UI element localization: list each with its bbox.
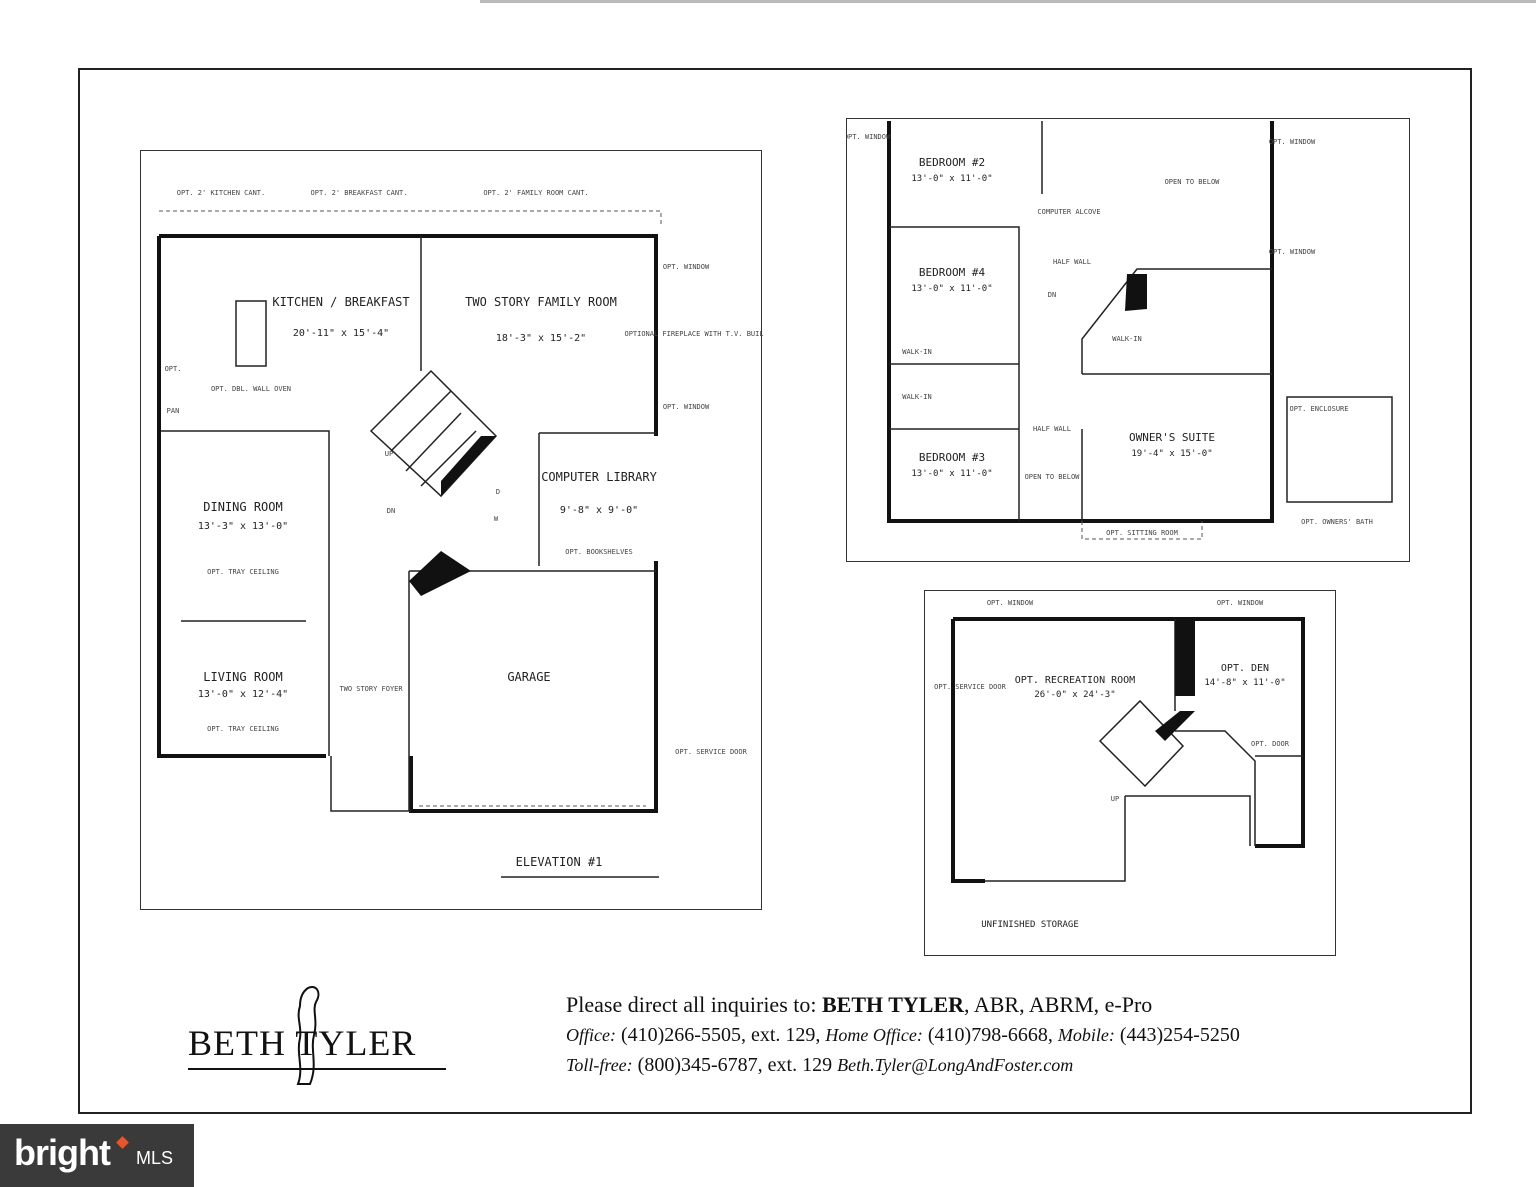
den-name: OPT. DEN (1221, 663, 1269, 674)
top-edge-rule (480, 0, 1536, 3)
opt-window-right-1: OPT. WINDOW (1269, 138, 1316, 146)
kitchen-name: KITCHEN / BREAKFAST (272, 295, 409, 309)
owner-dims: 19'-4" x 15'-0" (1131, 449, 1212, 459)
opt-enclosure-label: OPT. ENCLOSURE (1289, 405, 1348, 413)
bed3-name: BEDROOM #3 (919, 451, 985, 464)
main-floor-plan: OPT. 2' KITCHEN CANT. OPT. 2' BREAKFAST … (140, 150, 763, 910)
living-name: LIVING ROOM (203, 670, 282, 684)
storage-label: UNFINISHED STORAGE (981, 920, 1079, 930)
contact-line-2: Office: (410)266-5505, ext. 129, Home Of… (566, 1020, 1366, 1050)
contact-name: BETH TYLER (822, 992, 965, 1017)
beth-tyler-logo: BETH TYLER (188, 980, 448, 1090)
mobile-label: Mobile: (1057, 1025, 1115, 1045)
walk-in-3: WALK-IN (1112, 335, 1142, 343)
opt-door-label: OPT. DOOR (1251, 740, 1290, 748)
bed4-dims: 13'-0" x 11'-0" (911, 284, 992, 294)
lower-floor-plan: OPT. WINDOW OPT. WINDOW OPT. RECREATION … (924, 590, 1336, 956)
den-dims: 14'-8" x 11'-0" (1204, 678, 1285, 688)
living-dims: 13'-0" x 12'-4" (198, 689, 288, 700)
bed2-dims: 13'-0" x 11'-0" (911, 174, 992, 184)
half-wall-2: HALF WALL (1033, 425, 1071, 433)
open-below-label: OPEN TO BELOW (1165, 178, 1221, 186)
home-office-label: Home Office: (825, 1025, 923, 1045)
library-name: COMPUTER LIBRARY (541, 470, 657, 484)
home-office-phone: (410)798-6668, (922, 1024, 1058, 1046)
d-label: D (496, 488, 500, 496)
walk-in-1: WALK-IN (902, 348, 932, 356)
opt-window-lower-2: OPT. WINDOW (1217, 599, 1264, 607)
contact-line-1: Please direct all inquiries to: BETH TYL… (566, 990, 1366, 1020)
bed3-dims: 13'-0" x 11'-0" (911, 469, 992, 479)
logo-text: BETH TYLER (188, 1023, 417, 1063)
tollfree-phone: (800)345-6787, ext. 129 (632, 1054, 838, 1076)
pan-label: PAN (167, 407, 180, 415)
contact-intro: Please direct all inquiries to: (566, 992, 822, 1017)
sitting-room-label: OPT. SITTING ROOM (1106, 529, 1178, 537)
up-label: UP (385, 450, 393, 458)
contact-credentials: , ABR, ABRM, e-Pro (964, 992, 1153, 1017)
breakfast-cant-label: OPT. 2' BREAKFAST CANT. (311, 189, 408, 197)
garage-name: GARAGE (507, 670, 550, 684)
service-door-label: OPT. SERVICE DOOR (675, 748, 747, 756)
opt-window-right-2: OPT. WINDOW (1269, 248, 1316, 256)
rec-room-name: OPT. RECREATION ROOM (1015, 675, 1135, 686)
computer-alcove-label: COMPUTER ALCOVE (1037, 208, 1100, 216)
contact-line-3: Toll-free: (800)345-6787, ext. 129 Beth.… (566, 1050, 1366, 1080)
office-phone: (410)266-5505, ext. 129, (615, 1024, 826, 1046)
family-cant-label: OPT. 2' FAMILY ROOM CANT. (483, 189, 588, 197)
opt-bath-label: OPT. OWNERS' BATH (1301, 518, 1373, 526)
opt-window-left: OPT. WINDOW (847, 133, 891, 141)
tray-ceiling-2: OPT. TRAY CEILING (207, 725, 279, 733)
walk-in-2: WALK-IN (902, 393, 932, 401)
bed4-name: BEDROOM #4 (919, 266, 986, 279)
tollfree-label: Toll-free: (566, 1055, 633, 1075)
family-name: TWO STORY FAMILY ROOM (465, 295, 617, 309)
email-address: Beth.Tyler@LongAndFoster.com (837, 1055, 1074, 1075)
dining-dims: 13'-3" x 13'-0" (198, 521, 288, 532)
office-label: Office: (566, 1025, 616, 1045)
mobile-phone: (443)254-5250 (1114, 1024, 1240, 1046)
lower-up-label: UP (1111, 795, 1119, 803)
w-label: W (494, 515, 499, 523)
opt-label: OPT. (165, 365, 182, 373)
opt-window-2: OPT. WINDOW (663, 403, 710, 411)
family-dims: 18'-3" x 15'-2" (496, 333, 586, 344)
dn-label: DN (387, 507, 395, 515)
dining-name: DINING ROOM (203, 500, 282, 514)
mls-sub: MLS (136, 1148, 174, 1168)
logo-rule (188, 1068, 446, 1070)
rec-room-dims: 26'-0" x 24'-3" (1034, 690, 1115, 700)
upper-floor-plan: OPT. WINDOW OPT. WINDOW OPT. WINDOW BEDR… (846, 118, 1410, 562)
fireplace-note: OPTIONAL FIREPLACE WITH T.V. BUILT IN AB… (624, 330, 763, 338)
service-door-lower: OPT. SERVICE DOOR (934, 683, 1006, 691)
opt-window-1: OPT. WINDOW (663, 263, 710, 271)
bed2-name: BEDROOM #2 (919, 156, 985, 169)
upper-dn-label: DN (1048, 291, 1056, 299)
kitchen-cant-label: OPT. 2' KITCHEN CANT. (177, 189, 266, 197)
foyer-name: TWO STORY FOYER (339, 685, 403, 693)
opt-wall-oven-label: OPT. DBL. WALL OVEN (211, 385, 291, 393)
mls-word: bright (14, 1132, 111, 1173)
contact-block: Please direct all inquiries to: BETH TYL… (566, 990, 1366, 1080)
figure-silhouette-icon (296, 986, 320, 1085)
kitchen-dims: 20'-11" x 15'-4" (293, 328, 389, 339)
owner-name: OWNER'S SUITE (1129, 431, 1215, 444)
tray-ceiling-1: OPT. TRAY CEILING (207, 568, 279, 576)
open-below-2: OPEN TO BELOW (1025, 473, 1081, 481)
bright-mls-watermark: bright MLS (0, 1124, 194, 1187)
opt-bookshelves: OPT. BOOKSHELVES (565, 548, 632, 556)
opt-window-lower-1: OPT. WINDOW (987, 599, 1034, 607)
elevation-label: ELEVATION #1 (516, 855, 603, 869)
mls-accent-icon (116, 1136, 129, 1149)
half-wall-1: HALF WALL (1053, 258, 1091, 266)
library-dims: 9'-8" x 9'-0" (560, 505, 638, 516)
